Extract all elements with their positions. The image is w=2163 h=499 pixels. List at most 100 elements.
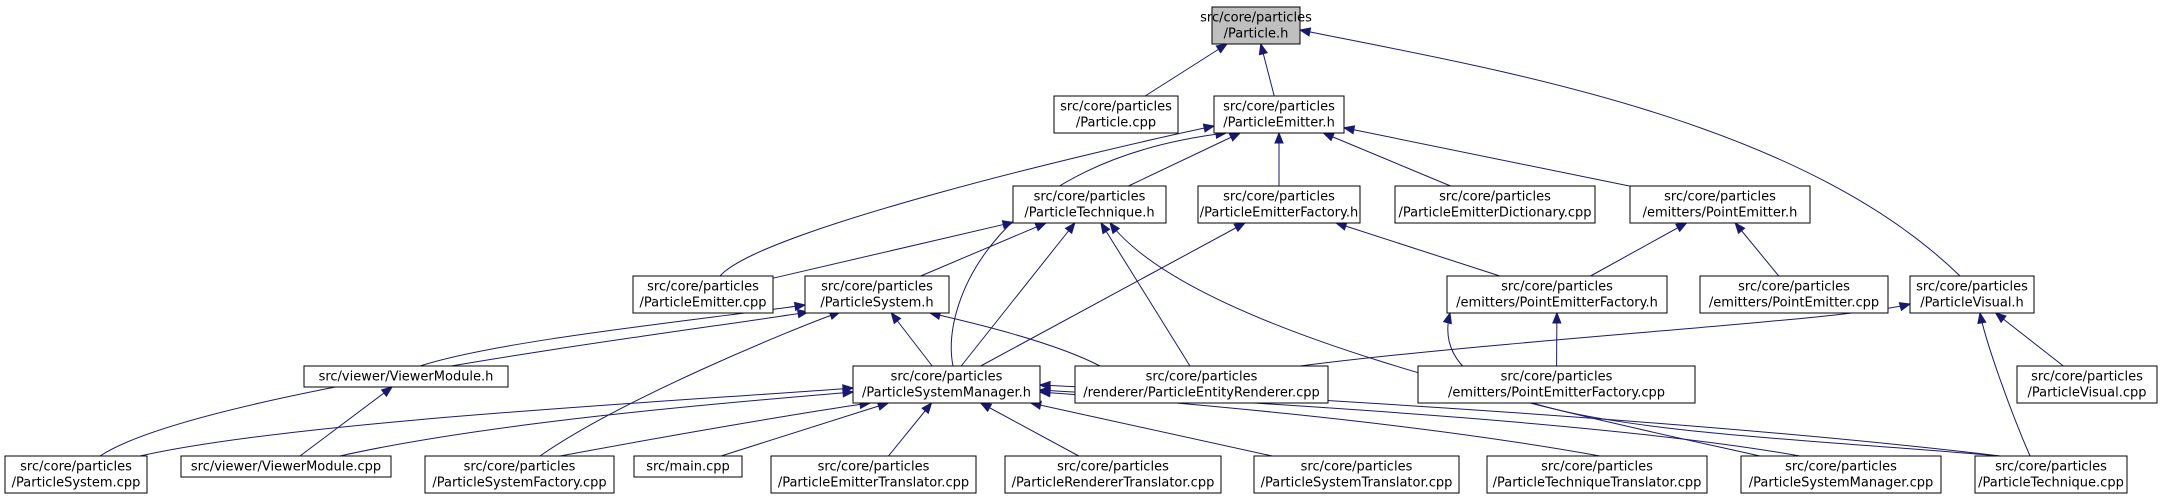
- node-box[interactable]: [1213, 95, 1345, 134]
- node-box[interactable]: [1909, 275, 2035, 314]
- node-box[interactable]: [1074, 365, 1329, 404]
- node-box[interactable]: [180, 455, 392, 478]
- graph-node-n10[interactable]: src/core/particles/emitters/PointEmitter…: [1699, 275, 1889, 314]
- node-box[interactable]: [1417, 365, 1696, 404]
- node-box[interactable]: [1629, 185, 1811, 224]
- node-label-line: /ParticleSystemManager.h: [862, 386, 1031, 401]
- edge-n21-n13: [888, 402, 932, 457]
- edge-n5-n2-arrowhead: [1322, 132, 1335, 142]
- node-label-line: /ParticleEmitterFactory.h: [1200, 206, 1358, 221]
- node-label-line: src/core/particles: [1995, 460, 2107, 475]
- edge-n13-n3: [960, 222, 1076, 367]
- graph-node-n17[interactable]: src/core/particles/ParticleSystem.cpp: [4, 455, 148, 494]
- node-label-line: /Particle.cpp: [1076, 116, 1156, 131]
- node-box[interactable]: [1699, 275, 1889, 314]
- graph-node-n12[interactable]: src/viewer/ViewerModule.h: [303, 365, 509, 388]
- graph-node-n25[interactable]: src/core/particles/ParticleSystemManager…: [1740, 455, 1942, 494]
- node-box[interactable]: [770, 455, 977, 494]
- node-box[interactable]: [303, 365, 509, 388]
- graph-node-n8[interactable]: src/core/particles/ParticleSystem.h: [804, 275, 950, 314]
- graph-node-n3[interactable]: src/core/particles/ParticleTechnique.h: [1012, 185, 1167, 224]
- graph-node-n22[interactable]: src/core/particles/ParticleRendererTrans…: [1004, 455, 1222, 494]
- node-label-line: src/core/particles: [1501, 280, 1613, 295]
- edge-layer: [99, 27, 2064, 457]
- graph-node-n9[interactable]: src/core/particles/emitters/PointEmitter…: [1446, 275, 1668, 314]
- graph-node-n24[interactable]: src/core/particles/ParticleTechniqueTran…: [1486, 455, 1708, 494]
- graph-node-n2[interactable]: src/core/particles/ParticleEmitter.h: [1213, 95, 1345, 134]
- node-box[interactable]: [633, 455, 743, 478]
- edge-n3-n2-arrowhead: [1228, 132, 1242, 142]
- graph-node-n4[interactable]: src/core/particles/ParticleEmitterFactor…: [1197, 185, 1361, 224]
- node-label-line: src/core/particles: [818, 460, 930, 475]
- graph-node-n6[interactable]: src/core/particles/emitters/PointEmitter…: [1629, 185, 1811, 224]
- edge-n11-n0: [1299, 29, 1961, 277]
- node-label-line: src/core/particles: [1060, 100, 1172, 115]
- graph-node-n20[interactable]: src/main.cpp: [633, 455, 743, 478]
- node-label-line: /emitters/PointEmitterFactory.h: [1456, 296, 1658, 311]
- edge-n9-n6-arrowhead: [1675, 222, 1688, 233]
- node-label-line: src/core/particles: [1200, 11, 1312, 26]
- graph-node-n11[interactable]: src/core/particles/ParticleVisual.h: [1909, 275, 2035, 314]
- graph-node-n5[interactable]: src/core/particles/ParticleEmitterDictio…: [1394, 185, 1596, 224]
- graph-node-n15[interactable]: src/core/particles/emitters/PointEmitter…: [1417, 365, 1696, 404]
- node-label-line: src/core/particles: [464, 460, 576, 475]
- graph-node-n16[interactable]: src/core/particles/ParticleVisual.cpp: [2016, 365, 2158, 404]
- node-box[interactable]: [1486, 455, 1708, 494]
- node-box[interactable]: [1446, 275, 1668, 314]
- node-box[interactable]: [852, 365, 1041, 404]
- node-label-line: src/core/particles: [1916, 280, 2028, 295]
- edge-n14-n3-arrowhead: [1100, 221, 1111, 235]
- graph-node-n14[interactable]: src/core/particles/renderer/ParticleEnti…: [1074, 365, 1329, 404]
- node-label-line: src/core/particles: [1223, 190, 1335, 205]
- node-label-line: src/core/particles: [647, 280, 759, 295]
- node-label-line: /ParticleSystemFactory.cpp: [432, 476, 606, 491]
- node-box[interactable]: [804, 275, 950, 314]
- node-box[interactable]: [1012, 185, 1167, 224]
- graph-node-n1[interactable]: src/core/particles/Particle.cpp: [1053, 95, 1179, 134]
- edge-n9-n6: [1590, 222, 1687, 277]
- graph-node-n7[interactable]: src/core/particles/ParticleEmitter.cpp: [632, 275, 774, 314]
- node-label-line: /ParticleRendererTranslator.cpp: [1012, 476, 1215, 491]
- graph-node-n19[interactable]: src/core/particles/ParticleSystemFactory…: [424, 455, 615, 494]
- edge-n7-n3-arrowhead: [1001, 220, 1015, 230]
- edge-n6-n2: [1343, 127, 1631, 187]
- node-label-line: src/core/particles: [1738, 280, 1850, 295]
- graph-node-n13[interactable]: src/core/particles/ParticleSystemManager…: [852, 365, 1041, 404]
- edge-n8-n3-arrowhead: [1034, 222, 1048, 232]
- graph-node-n18[interactable]: src/viewer/ViewerModule.cpp: [180, 455, 392, 478]
- node-box[interactable]: [1974, 455, 2128, 494]
- edge-n1-n0: [1144, 43, 1228, 97]
- edge-n16-n11: [1995, 312, 2064, 367]
- edge-n19-n8: [539, 311, 841, 457]
- node-box[interactable]: [2016, 365, 2158, 404]
- graph-node-n23[interactable]: src/core/particles/ParticleSystemTransla…: [1253, 455, 1460, 494]
- node-label-line: /ParticleSystemTranslator.cpp: [1261, 476, 1453, 491]
- node-label-line: /ParticleEmitterDictionary.cpp: [1398, 206, 1591, 221]
- node-box[interactable]: [1394, 185, 1596, 224]
- node-box[interactable]: [632, 275, 774, 314]
- node-box[interactable]: [1004, 455, 1222, 494]
- graph-node-n0[interactable]: src/core/particles/Particle.h: [1200, 6, 1312, 45]
- node-box[interactable]: [1740, 455, 1942, 494]
- node-box[interactable]: [424, 455, 615, 494]
- node-label-line: src/core/particles: [1501, 370, 1613, 385]
- node-label-line: src/core/particles: [1301, 460, 1413, 475]
- edge-n5-n2: [1323, 132, 1451, 187]
- node-label-line: src/core/particles: [1664, 190, 1776, 205]
- node-box[interactable]: [4, 455, 148, 494]
- node-box[interactable]: [1211, 6, 1301, 45]
- graph-node-n26[interactable]: src/core/particles/ParticleTechnique.cpp: [1974, 455, 2128, 494]
- node-box[interactable]: [1253, 455, 1460, 494]
- edge-n14-n11-arrowhead: [1898, 302, 1912, 312]
- graph-node-n21[interactable]: src/core/particles/ParticleEmitterTransl…: [770, 455, 977, 494]
- edge-n7-n3: [772, 221, 1014, 279]
- node-label-line: src/core/particles: [1034, 190, 1146, 205]
- node-label-line: src/core/particles: [20, 460, 132, 475]
- node-box[interactable]: [1197, 185, 1361, 224]
- node-layer: src/core/particles/Particle.hsrc/core/pa…: [4, 6, 2158, 494]
- edge-n13-n4: [980, 222, 1246, 367]
- edge-n22-n13: [980, 402, 1080, 457]
- node-box[interactable]: [1053, 95, 1179, 134]
- node-label-line: /ParticleTechnique.h: [1024, 206, 1154, 221]
